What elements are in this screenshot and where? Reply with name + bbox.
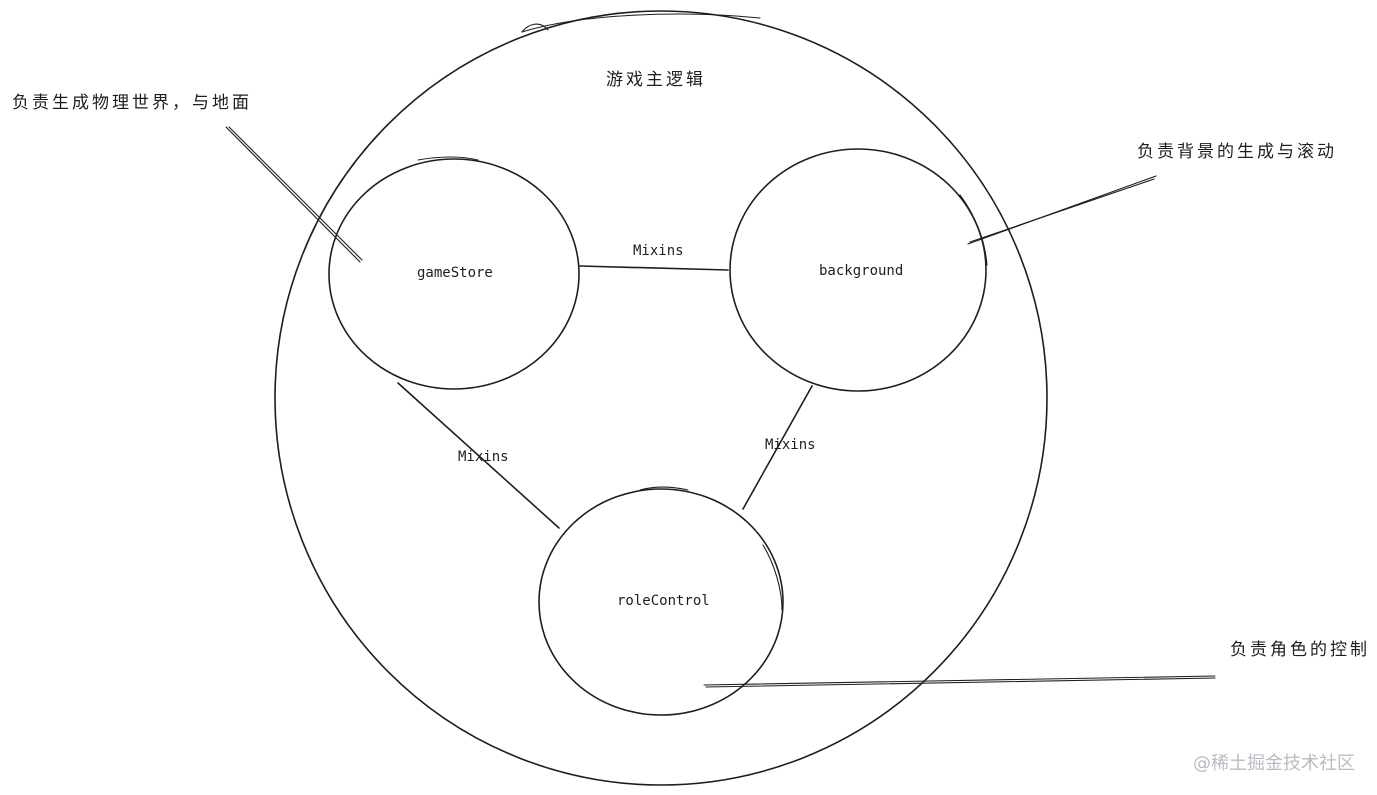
edge-gamestore-background xyxy=(579,265,729,271)
annotation-rolecontrol: 负责角色的控制 xyxy=(1230,640,1370,660)
leader-line-gamestore xyxy=(225,126,363,263)
annotation-gamestore: 负责生成物理世界，与地面 xyxy=(12,93,252,113)
edge-background-rolecontrol xyxy=(742,385,813,510)
watermark: @稀土掘金技术社区 xyxy=(1193,753,1355,774)
node-label-gamestore: gameStore xyxy=(417,265,493,281)
edge-label-gamestore-rolecontrol: Mixins xyxy=(458,449,509,465)
leader-line-background xyxy=(967,175,1157,245)
node-circle-rolecontrol xyxy=(538,486,784,716)
annotation-background: 负责背景的生成与滚动 xyxy=(1137,142,1337,162)
node-circle-gamestore xyxy=(328,156,580,390)
node-label-rolecontrol: roleControl xyxy=(617,593,710,609)
node-label-background: background xyxy=(819,263,904,279)
edge-gamestore-rolecontrol xyxy=(397,382,560,529)
edge-label-gamestore-background: Mixins xyxy=(633,243,684,259)
leader-line-rolecontrol xyxy=(703,675,1216,688)
node-circle-background xyxy=(729,148,988,392)
edge-label-background-rolecontrol: Mixins xyxy=(765,437,816,453)
outer-boundary xyxy=(274,10,1048,786)
diagram-title: 游戏主逻辑 xyxy=(606,70,706,90)
